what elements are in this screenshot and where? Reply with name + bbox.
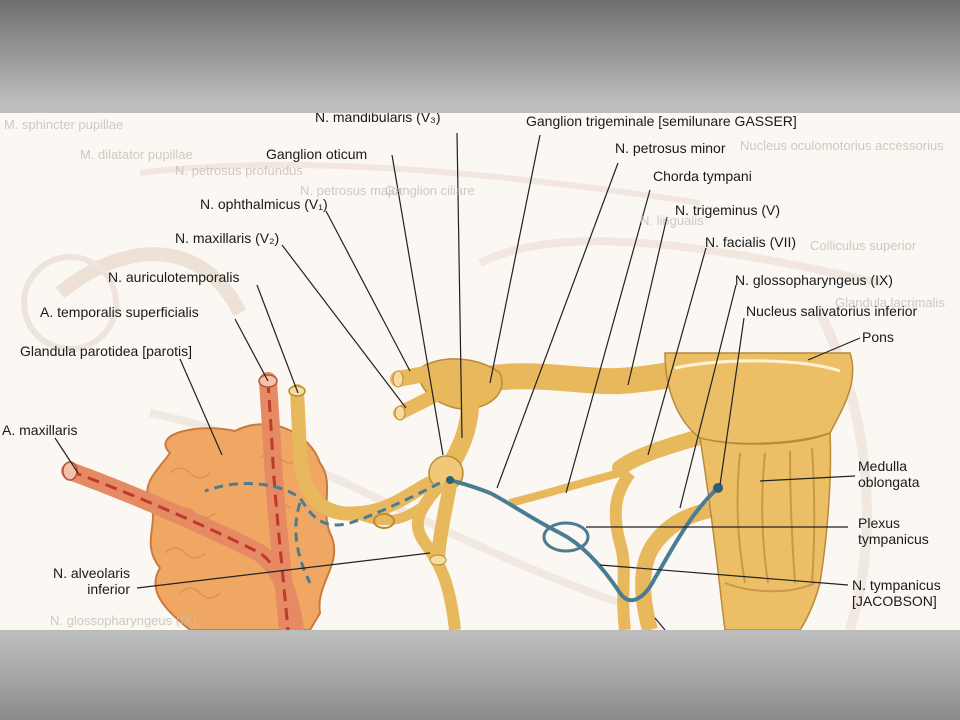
label-nucleus-salivatorius: Nucleus salivatorius inferior [746,303,918,319]
label-petrosus-minor: N. petrosus minor [615,140,726,156]
label-a-maxillaris: A. maxillaris [2,422,78,438]
label-glandula-parotidea: Glandula parotidea [parotis] [20,343,192,359]
label-alveolaris-line1: N. alveolaris [52,565,130,581]
label-ganglion-trigeminale: Ganglion trigeminale [semilunare GASSER] [526,113,797,129]
bg-text-9: N. glossopharyngeus (IX) [50,613,197,628]
label-chorda-tympani: Chorda tympani [653,168,752,184]
label-plexus-line2: tympanicus [858,531,929,547]
bg-text-0: M. sphincter pupillae [4,117,124,132]
bg-text-4: Ganglion ciliare [385,183,475,198]
diagram-svg [21,132,881,630]
label-medulla-line1: Medulla [858,458,908,474]
label-ganglion-oticum: Ganglion oticum [266,146,368,162]
tympanic-path [449,478,720,603]
medulla-oblongata [699,431,832,630]
label-tympanicus-line1: N. tympanicus [852,577,941,593]
bg-text-7: Colliculus superior [810,238,917,253]
bg-text-2: N. petrosus profundus [175,163,303,178]
leader-lines [54,132,861,630]
label-auriculotemporalis: N. auriculotemporalis [108,269,240,285]
label-maxillaris-nerve: N. maxillaris (V₂) [175,230,280,246]
medulla-ridges [736,447,816,584]
bg-text-6: Nucleus oculomotorius accessorius [740,138,944,153]
anatomy-illustration: M. sphincter pupillae M. dilatator pupil… [0,113,960,630]
mandibularis-branch [443,399,479,472]
label-medulla-line2: oblongata [858,474,920,490]
label-tympanicus-line2: [JACOBSON] [852,593,937,609]
label-ophthalmicus: N. ophthalmicus (V₁) [200,196,328,212]
label-mandibularis: N. mandibularis (V₃) [315,113,441,125]
postganglionic-path [204,481,441,527]
label-pons: Pons [862,329,894,345]
bg-text-3: N. petrosus major [300,183,403,198]
label-glossopharyngeus: N. glossopharyngeus (IX) [735,272,893,288]
bg-text-8: Glandula lacrimalis [835,295,945,310]
chorda-tympani [509,469,621,507]
pons [664,352,854,445]
alveolaris-nerve [431,478,457,565]
lingual-nerve [411,481,461,630]
bg-text-1: M. dilatator pupillae [80,147,193,162]
label-alveolaris-line2: inferior [87,581,130,597]
label-trigeminus: N. trigeminus (V) [675,202,781,218]
trigeminal-root [457,358,703,396]
label-facialis: N. facialis (VII) [705,234,797,250]
label-temporalis-superficialis: A. temporalis superficialis [40,304,199,320]
plexus-tympanicus-loop [542,521,590,553]
label-plexus-line1: Plexus [858,515,901,531]
auriculotemporalis-nerve [290,384,437,521]
bg-text-5: N. lingualis [640,213,704,228]
